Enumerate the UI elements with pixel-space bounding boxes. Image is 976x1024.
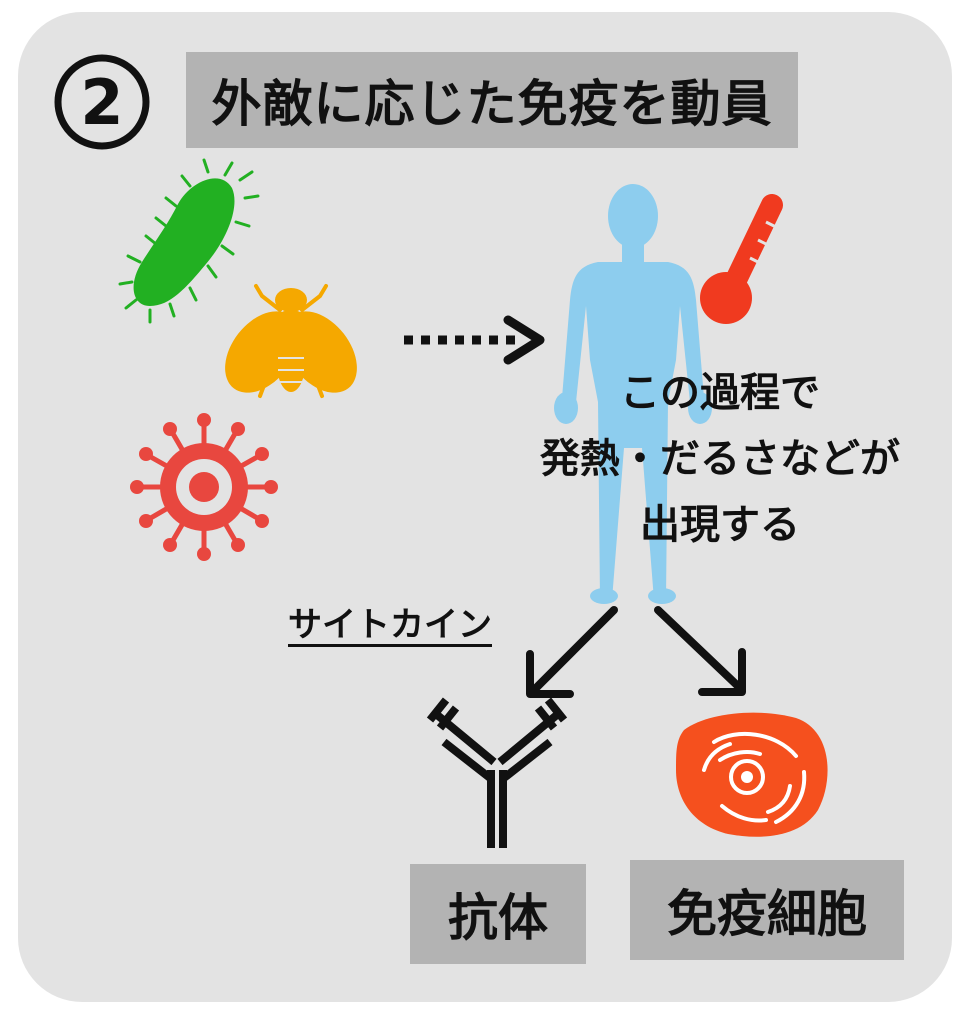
page-title: 外敵に応じた免疫を動員: [211, 75, 773, 133]
thermometer-icon: [700, 194, 783, 324]
antibody-icon: [426, 697, 568, 848]
virus-icon: [130, 413, 278, 561]
process-line-2: 発熱・だるさなどが: [540, 436, 900, 482]
antibody-label-box: 抗体: [410, 864, 586, 964]
arrow-to-antibody: [530, 606, 618, 694]
human-body-icon: [554, 184, 712, 604]
arrow-to-immune-cell: [654, 606, 744, 692]
fly-icon: [225, 284, 357, 398]
immune-cells-label-box: 免疫細胞: [630, 860, 904, 960]
dotted-arrow: [404, 315, 545, 365]
antibody-label: 抗体: [448, 889, 548, 947]
title-box: 外敵に応じた免疫を動員: [186, 52, 798, 148]
bacterium-icon: [118, 158, 260, 324]
immune-cells-label: 免疫細胞: [667, 885, 867, 943]
step-number-text: 2: [80, 66, 123, 139]
process-line-3: 出現する: [640, 502, 800, 548]
process-line-1: この過程で: [620, 370, 820, 416]
step-number-circle: [54, 54, 150, 150]
immune-cell-icon: [676, 712, 828, 837]
step-number-badge: 2: [54, 54, 150, 150]
branch-arrows: [526, 606, 746, 698]
cytokine-label: サイトカイン: [288, 605, 492, 645]
process-description: この過程で 発熱・だるさなどが 出現する: [520, 360, 920, 558]
